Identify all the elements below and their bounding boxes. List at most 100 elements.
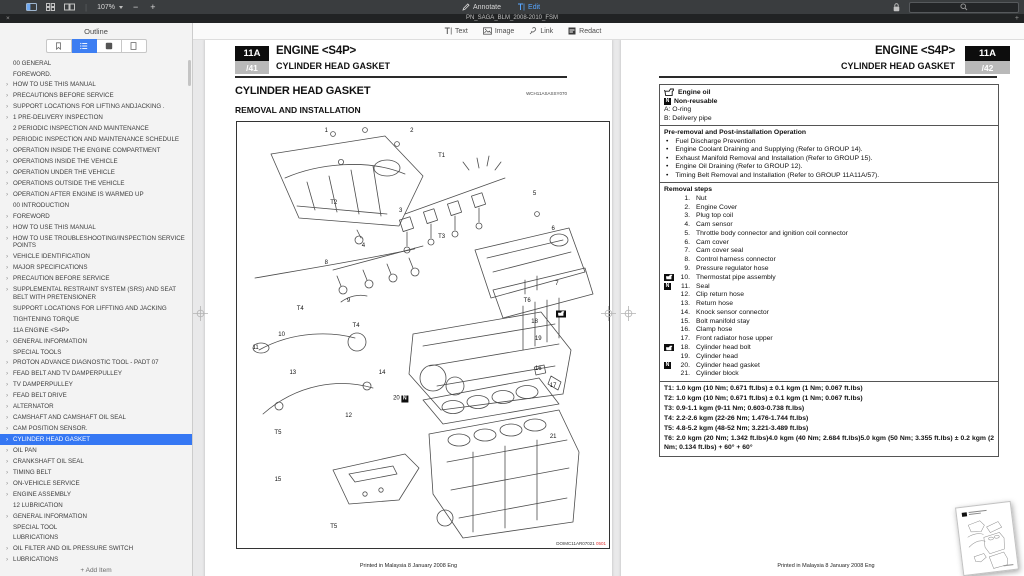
outline-item[interactable]: ›CRANKSHAFT OIL SEAL [0, 456, 192, 467]
annotation-icon [105, 42, 112, 50]
search-icon [959, 3, 967, 11]
outline-item[interactable]: SUPPORT LOCATIONS FOR LIFFTING AND JACKI… [0, 303, 192, 314]
zoom-out-button[interactable]: − [132, 1, 139, 12]
removal-step-row: 7.Cam cover seal [664, 247, 994, 256]
outline-item[interactable]: ›OPERATION UNDER THE VEHICLE [0, 167, 192, 178]
chevron-right-icon: › [6, 114, 9, 122]
registration-mark [193, 306, 208, 321]
document-tab[interactable]: PN_SAGA_BLM_2008-2010_FSM [465, 15, 559, 21]
step-label: Cylinder head gasket [696, 361, 760, 369]
add-item-button[interactable]: + Add Item [80, 567, 112, 574]
outline-item[interactable]: ›PERIODIC INSPECTION AND MAINTENANCE SCH… [0, 135, 192, 146]
search-text-field[interactable] [967, 6, 969, 8]
outline-item-label: ON-VEHICLE SERVICE [13, 479, 80, 487]
outline-item[interactable]: ›TV DAMPERPULLEY [0, 380, 192, 391]
outline-item[interactable]: ›HOW TO USE THIS MANUAL [0, 222, 192, 233]
diagram-callout: T4 [353, 323, 360, 329]
outline-item[interactable]: ›CAM POSITION SENSOR. [0, 424, 192, 435]
outline-item[interactable]: TIGHTENING TORQUE [0, 314, 192, 325]
outline-item[interactable]: ›GENERAL INFORMATION [0, 336, 192, 347]
outline-item[interactable]: ›OPERATION INSIDE THE ENGINE COMPARTMENT [0, 146, 192, 157]
outline-item[interactable]: ›OPERATION AFTER ENGINE IS WARMED UP [0, 189, 192, 200]
outline-item-label: PRECAUTION BEFORE SERVICE [13, 275, 110, 283]
zoom-level-select[interactable]: 107% [97, 4, 123, 11]
outline-item[interactable]: ›TIMING BELT [0, 467, 192, 478]
lock-icon[interactable] [891, 2, 902, 12]
outline-item[interactable]: ›OPERATIONS INSIDE THE VEHICLE [0, 156, 192, 167]
chevron-right-icon: › [6, 264, 9, 272]
outline-item[interactable]: 00 INTRODUCTION [0, 200, 192, 211]
edit-redact-tool[interactable]: Redact [568, 27, 601, 35]
outline-item[interactable]: ›PRECAUTIONS BEFORE SERVICE [0, 91, 192, 102]
tab-add-icon[interactable]: + [1014, 15, 1019, 22]
page-thumbnail-preview[interactable] [955, 500, 1019, 576]
outline-item[interactable]: ›VEHICLE IDENTIFICATION [0, 252, 192, 263]
outline-item[interactable]: ›OPERATIONS OUTSIDE THE VEHICLE [0, 178, 192, 189]
pages-tab[interactable] [121, 39, 147, 53]
step-label: Engine Cover [696, 203, 738, 211]
outline-item[interactable]: ›MAJOR SPECIFICATIONS [0, 263, 192, 274]
outline-item[interactable]: 12 LUBRICATION [0, 500, 192, 511]
chevron-right-icon: › [6, 403, 9, 411]
edit-text-tool[interactable]: Text [444, 27, 468, 35]
edit-image-tool[interactable]: Image [482, 27, 514, 35]
annotations-tab[interactable] [96, 39, 122, 53]
outline-tab[interactable] [71, 39, 97, 53]
chevron-right-icon: › [6, 556, 9, 563]
callout-label: 6 [551, 225, 555, 232]
sidebar-scrollbar[interactable] [188, 60, 191, 86]
search-input[interactable] [909, 1, 1019, 13]
step-number: 7. [684, 247, 690, 255]
outline-item[interactable]: ›SUPPLEMENTAL RESTRAINT SYSTEM (SRS) AND… [0, 285, 192, 304]
outline-item[interactable]: 00 GENERAL [0, 58, 192, 69]
outline-item[interactable]: ›CAMSHAFT AND CAMSHAFT OIL SEAL [0, 413, 192, 424]
edit-mode-button[interactable]: Edit [517, 3, 540, 11]
outline-item[interactable]: 11A ENGINE <S4P> [0, 325, 192, 336]
annotate-mode-button[interactable]: Annotate [462, 3, 501, 11]
removal-step-row: 9.Pressure regulator hose [664, 264, 994, 273]
outline-item-label: TIGHTENING TORQUE [13, 315, 80, 323]
outline-item[interactable]: ›ON-VEHICLE SERVICE [0, 478, 192, 489]
removal-step-row: 8.Control harness connector [664, 255, 994, 264]
outline-item[interactable]: ›SUPPORT LOCATIONS FOR LIFTING ANDJACKIN… [0, 102, 192, 113]
edit-link-tool[interactable]: Link [529, 27, 553, 35]
thumbnails-view-icon[interactable] [45, 3, 56, 12]
outline-item[interactable]: ›PROTON ADVANCE DIAGNOSTIC TOOL - PADT 0… [0, 358, 192, 369]
outline-item[interactable]: ›ENGINE ASSEMBLY [0, 489, 192, 500]
sidebar-toggle-icon[interactable] [26, 3, 37, 12]
page-icon [130, 42, 137, 50]
outline-item[interactable]: ›CYLINDER HEAD GASKET [0, 434, 192, 446]
bookmarks-tab[interactable] [45, 39, 72, 53]
outline-item[interactable]: LUBRICATIONS [0, 533, 192, 544]
outline-item[interactable]: SPECIAL TOOL [0, 522, 192, 533]
outline-item[interactable]: ›HOW TO USE THIS MANUAL [0, 80, 192, 91]
zoom-in-button[interactable]: + [150, 1, 156, 12]
outline-item[interactable]: ›OIL PAN [0, 445, 192, 456]
outline-item[interactable]: ›ALTERNATOR [0, 402, 192, 413]
bullet-text: Engine Oil Draining (Refer to GROUP 12). [675, 163, 803, 171]
outline-item[interactable]: ›OIL FILTER AND OIL PRESSURE SWITCH [0, 544, 192, 555]
outline-item[interactable]: ›1 PRE-DELIVERY INSPECTION [0, 113, 192, 124]
step-label: Cylinder block [696, 370, 739, 378]
page-spread-icon[interactable] [64, 3, 75, 12]
outline-item[interactable]: ›HOW TO USE TROUBLESHOOTING/INSPECTION S… [0, 233, 192, 252]
chevron-right-icon: › [6, 136, 9, 144]
outline-item[interactable]: SPECIAL TOOLS [0, 347, 192, 358]
outline-item[interactable]: ›GENERAL INFORMATION [0, 511, 192, 522]
outline-item[interactable]: ›PRECAUTION BEFORE SERVICE [0, 274, 192, 285]
diagram-callout: T2 [330, 200, 337, 206]
outline-item-label: PRECAUTIONS BEFORE SERVICE [13, 92, 114, 100]
outline-item[interactable]: FOREWORD. [0, 69, 192, 80]
tab-close-icon[interactable]: × [6, 15, 10, 22]
outline-item[interactable]: ›LUBRICATIONS [0, 555, 192, 563]
chapter-code-box: 11A [965, 46, 1010, 61]
pre-removal-bullet: •Engine Oil Draining (Refer to GROUP 12)… [664, 163, 994, 172]
outline-item[interactable]: ›FOREWORD [0, 211, 192, 222]
diagram-callout: 6 [552, 226, 555, 232]
outline-item[interactable]: ›FEAD BELT DRIVE [0, 391, 192, 402]
chevron-right-icon: › [6, 234, 9, 242]
outline-item[interactable]: 2 PERIODIC INSPECTION AND MAINTENANCE [0, 124, 192, 135]
outline-item[interactable]: ›FEAD BELT AND TV DAMPERPULLEY [0, 369, 192, 380]
